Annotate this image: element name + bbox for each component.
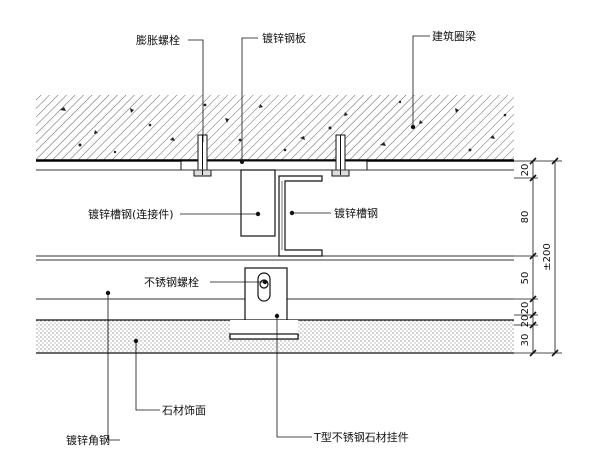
dim-text-50: 50 — [520, 272, 531, 285]
dim-text-80: 80 — [520, 211, 531, 224]
dim-text-30: 30 — [520, 334, 531, 347]
label-galvanized-angle: 镀锌角钢 — [66, 433, 110, 447]
expansion-bolt-left — [193, 134, 212, 177]
label-stone-finish: 石材饰面 — [162, 403, 206, 417]
dim-text-20-mid: 20 — [520, 302, 531, 315]
dim-text-20-low: 20 — [520, 315, 531, 328]
galvanized-channel-steel — [278, 175, 323, 257]
expansion-bolt-right — [331, 134, 350, 177]
label-channel-connector: 镀锌槽钢(连接件) — [88, 207, 174, 221]
leader-lines — [107, 35, 430, 441]
label-galvanized-channel: 镀锌槽钢 — [334, 206, 378, 220]
label-galvanized-plate: 镀锌钢板 — [262, 31, 306, 45]
dim-text-20-top: 20 — [520, 164, 531, 177]
label-stainless-bolt: 不锈钢螺栓 — [144, 275, 199, 289]
channel-connector — [240, 169, 276, 237]
ring-beam — [36, 95, 514, 162]
dim-text-total: ±200 — [542, 243, 553, 270]
dimension-lines — [514, 157, 562, 357]
label-t-hanger: T型不锈钢石材挂件 — [313, 430, 409, 444]
leader-dots — [105, 124, 416, 344]
label-expansion-bolt: 膨胀螺栓 — [136, 33, 180, 47]
label-ring-beam: 建筑圈梁 — [432, 29, 476, 43]
aggregate-marks — [60, 100, 507, 154]
stone-finish — [36, 319, 514, 354]
